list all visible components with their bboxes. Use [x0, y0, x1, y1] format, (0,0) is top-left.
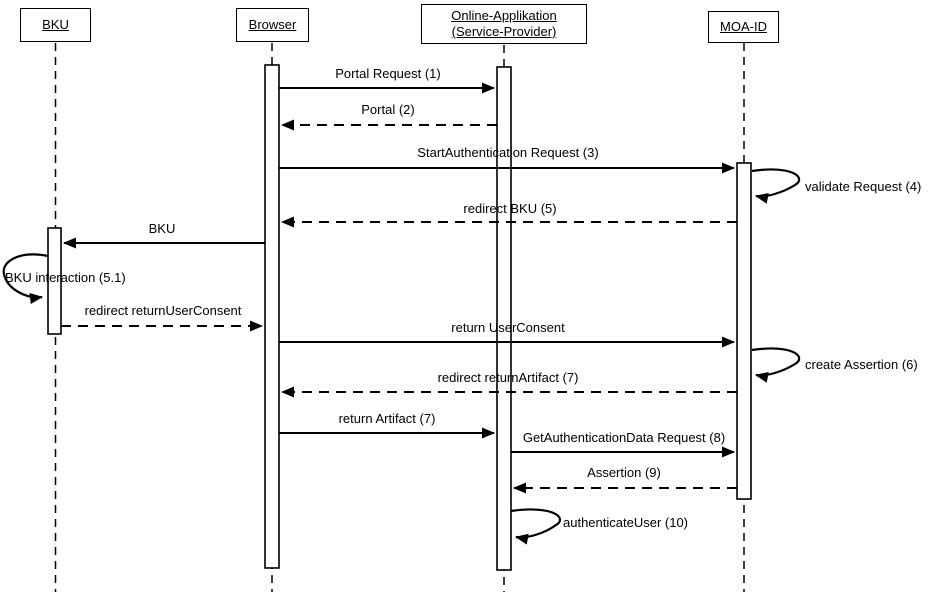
activation-bar-moa-id [736, 162, 752, 500]
message-label-validate-request: validate Request (4) [805, 179, 922, 194]
message-label-bku: BKU [148, 221, 176, 236]
message-label-redirect-bku: redirect BKU (5) [463, 201, 557, 216]
activation-bar-bku [47, 227, 62, 335]
actor-label-moa-id: MOA-ID [720, 18, 767, 34]
arrow-bku-interaction-self-loop [2, 253, 49, 304]
actor-box-bku: BKU [20, 8, 91, 42]
message-label-return-user-consent: return UserConsent [451, 320, 565, 335]
message-label-portal-request: Portal Request (1) [335, 66, 441, 81]
message-label-return-artifact: return Artifact (7) [338, 411, 436, 426]
message-label-authenticate-user: authenticateUser (10) [563, 515, 689, 530]
activation-bar-browser [264, 64, 280, 569]
actor-label-bku: BKU [42, 16, 69, 32]
message-label-get-authentication-data-request: GetAuthenticationData Request (8) [522, 430, 726, 445]
arrow-authenticate-user-self-loop [510, 508, 562, 545]
message-label-redirect-return-artifact: redirect returnArtifact (7) [437, 370, 579, 385]
message-label-redirect-return-user-consent: redirect returnUserConsent [84, 303, 242, 318]
actor-label-online-app: Online-Applikation (Service-Provider) [451, 7, 557, 39]
actor-box-moa-id: MOA-ID [708, 11, 779, 43]
actor-box-online-app: Online-Applikation (Service-Provider) [421, 4, 587, 44]
arrow-create-assertion-self-loop [751, 347, 801, 383]
message-label-portal: Portal (2) [361, 102, 415, 117]
message-label-create-assertion: create Assertion (6) [805, 357, 918, 372]
arrow-validate-request-self-loop [751, 168, 801, 204]
actor-box-browser: Browser [236, 8, 309, 42]
message-label-bku-interaction: BKU interaction (5.1) [5, 270, 126, 285]
actor-label-browser: Browser [248, 16, 297, 32]
activation-bar-online-app [496, 66, 512, 571]
message-label-start-authentication-request: StartAuthentication Request (3) [417, 145, 599, 160]
message-label-assertion: Assertion (9) [587, 465, 661, 480]
